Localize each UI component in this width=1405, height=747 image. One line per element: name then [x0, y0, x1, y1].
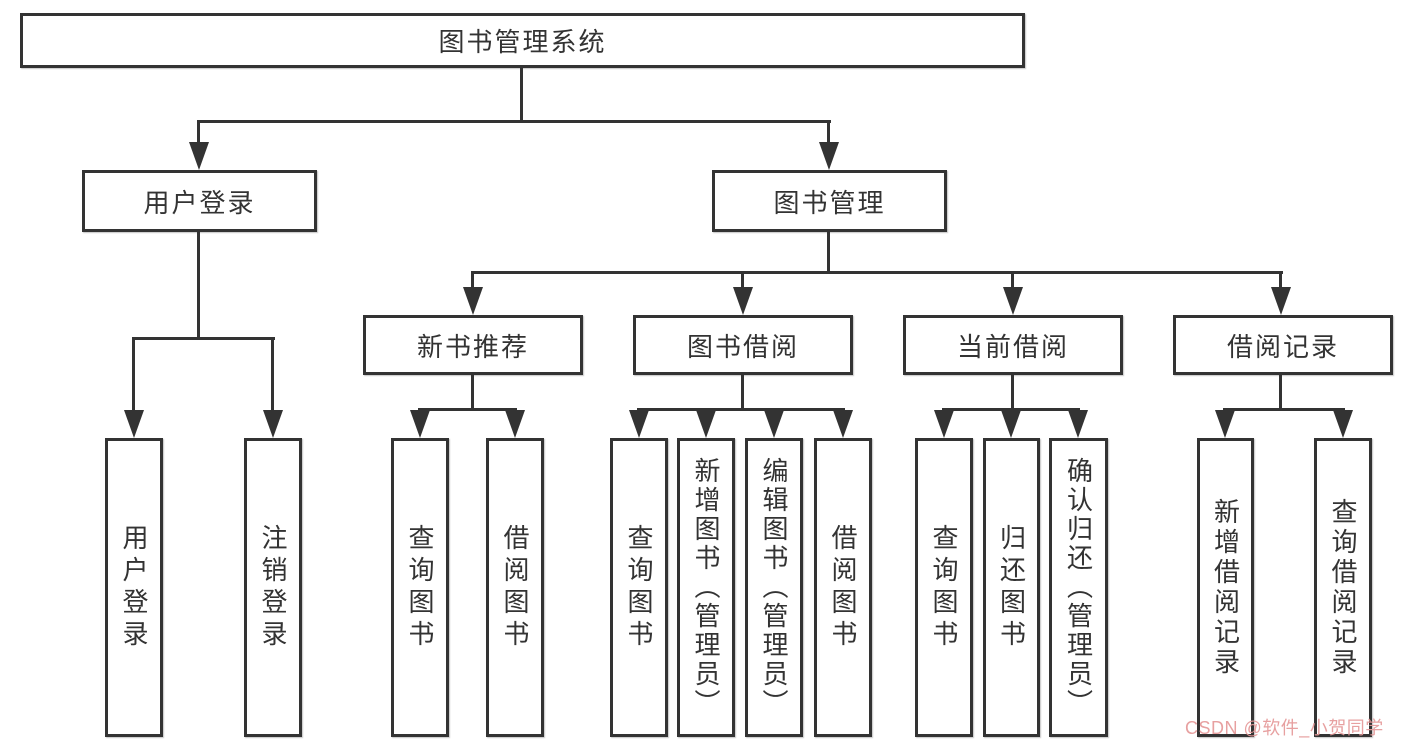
arrow-down-icon: [1068, 410, 1088, 438]
node-label: 查询借阅记录: [1328, 497, 1358, 678]
node-label: 用户登录: [119, 523, 149, 652]
connector-vline: [471, 271, 474, 291]
leaf-bb-add-book-admin: 新增图书（管理员）: [677, 438, 735, 737]
leaf-cb-return-book: 归还图书: [983, 438, 1040, 737]
leaf-bb-query-book: 查询图书: [610, 438, 668, 737]
node-label: 编辑图书（管理员）: [759, 457, 789, 718]
node-book-management: 图书管理: [712, 170, 947, 232]
arrow-down-icon: [733, 287, 753, 315]
node-label: 新增借阅记录: [1210, 497, 1241, 678]
leaf-logout-login: 注销登录: [244, 438, 302, 737]
node-label: 归还图书: [996, 523, 1027, 652]
connector-hline: [132, 337, 275, 340]
node-borrow-record: 借阅记录: [1173, 315, 1393, 375]
node-label: 借阅记录: [1226, 331, 1339, 362]
node-user-login: 用户登录: [82, 170, 317, 232]
leaf-cb-query-book: 查询图书: [915, 438, 973, 737]
node-label: 新书推荐: [416, 331, 529, 362]
node-label: 查询图书: [929, 523, 959, 652]
connector-hline: [197, 120, 831, 123]
connector-vline: [471, 375, 474, 411]
node-root-system: 图书管理系统: [20, 13, 1025, 68]
arrow-down-icon: [819, 142, 839, 170]
connector-vline: [197, 120, 200, 146]
node-new-book-recommend: 新书推荐: [363, 315, 583, 375]
connector-hline: [637, 408, 845, 411]
connector-vline: [827, 232, 830, 274]
connector-vline: [520, 68, 523, 122]
connector-hline: [942, 408, 1080, 411]
node-label: 当前借阅: [956, 331, 1069, 362]
node-label: 查询图书: [405, 523, 435, 652]
leaf-nbr-query-book: 查询图书: [391, 438, 449, 737]
arrow-down-icon: [505, 410, 525, 438]
connector-vline: [132, 337, 135, 414]
connector-vline: [827, 120, 830, 146]
arrow-down-icon: [764, 410, 784, 438]
connector-hline: [471, 271, 1283, 274]
connector-vline: [741, 271, 744, 291]
connector-vline: [197, 232, 200, 340]
leaf-cb-confirm-return-admin: 确认归还（管理员）: [1049, 438, 1108, 737]
leaf-nbr-borrow-book: 借阅图书: [486, 438, 544, 737]
arrow-down-icon: [629, 410, 649, 438]
arrow-down-icon: [934, 410, 954, 438]
node-label: 图书管理: [773, 187, 886, 218]
arrow-down-icon: [463, 287, 483, 315]
node-label: 图书借阅: [686, 331, 799, 362]
node-book-borrow: 图书借阅: [633, 315, 853, 375]
arrow-down-icon: [1001, 410, 1021, 438]
leaf-br-add-record: 新增借阅记录: [1197, 438, 1254, 737]
node-current-borrow: 当前借阅: [903, 315, 1123, 375]
node-label: 新增图书（管理员）: [691, 457, 721, 718]
node-label: 确认归还（管理员）: [1063, 457, 1094, 718]
node-label: 图书管理系统: [438, 27, 607, 57]
leaf-br-query-record: 查询借阅记录: [1314, 438, 1372, 737]
connector-vline: [741, 375, 744, 411]
arrow-down-icon: [1271, 287, 1291, 315]
csdn-watermark: CSDN @软件_小贺同学: [1185, 718, 1384, 738]
node-label: 用户登录: [143, 187, 256, 218]
arrow-down-icon: [189, 142, 209, 170]
connector-hline: [418, 408, 517, 411]
leaf-bb-edit-book-admin: 编辑图书（管理员）: [745, 438, 803, 737]
leaf-bb-borrow-book: 借阅图书: [814, 438, 872, 737]
arrow-down-icon: [1003, 287, 1023, 315]
node-label: 借阅图书: [828, 523, 858, 652]
connector-vline: [1279, 271, 1282, 291]
node-label: 查询图书: [624, 523, 654, 652]
connector-vline: [1011, 375, 1014, 411]
arrow-down-icon: [124, 410, 144, 438]
connector-vline: [1279, 375, 1282, 411]
leaf-user-login: 用户登录: [105, 438, 163, 737]
connector-hline: [1223, 408, 1345, 411]
arrow-down-icon: [696, 410, 716, 438]
arrow-down-icon: [1215, 410, 1235, 438]
arrow-down-icon: [833, 410, 853, 438]
arrow-down-icon: [1333, 410, 1353, 438]
node-label: 注销登录: [258, 523, 288, 652]
arrow-down-icon: [410, 410, 430, 438]
node-label: 借阅图书: [500, 523, 530, 652]
connector-vline: [271, 337, 274, 414]
connector-vline: [1011, 271, 1014, 291]
arrow-down-icon: [263, 410, 283, 438]
